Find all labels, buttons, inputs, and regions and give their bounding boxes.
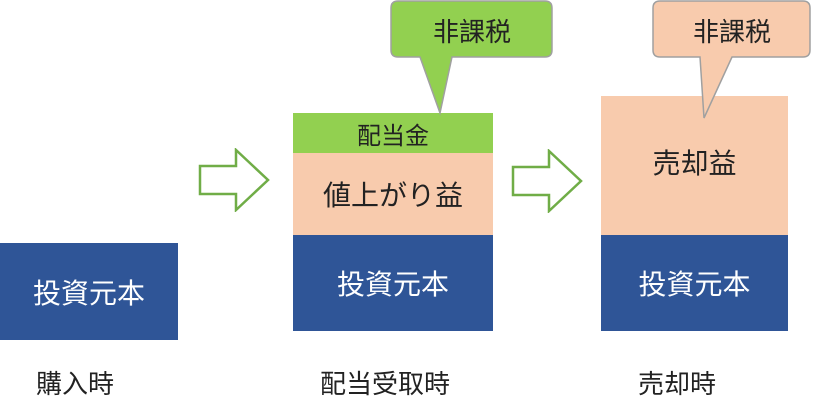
stage1-caption: 購入時 (36, 370, 115, 400)
stage3-callout-bubble (652, 0, 811, 119)
stage2-callout-text: 非課税 (432, 18, 511, 48)
stage3-caption: 売却時 (638, 370, 717, 400)
stage3-gain-label: 売却益 (652, 146, 737, 180)
stage2-gain-label: 値上がり益 (322, 179, 463, 212)
stage2-callout-bubble (390, 0, 553, 116)
stage2-principal-block: 投資元本 (293, 235, 493, 331)
stage1-principal-label: 投資元本 (32, 276, 145, 310)
stage3-principal-block: 投資元本 (601, 235, 788, 331)
right-arrow-icon (511, 149, 583, 213)
stage3-principal-label: 投資元本 (638, 268, 751, 301)
stage3-callout-text: 非課税 (692, 18, 771, 48)
stage2-principal-label: 投資元本 (336, 268, 449, 301)
stage3-gain-block: 売却益 (601, 96, 788, 235)
stage2-dividend-label: 配当金 (357, 121, 429, 150)
stage2-gain-block: 値上がり益 (293, 153, 493, 235)
stage1-principal-block: 投資元本 (0, 243, 178, 340)
right-arrow-icon (198, 148, 270, 212)
stage2-caption: 配当受取時 (320, 370, 451, 400)
stage2-dividend-block: 配当金 (293, 113, 493, 153)
